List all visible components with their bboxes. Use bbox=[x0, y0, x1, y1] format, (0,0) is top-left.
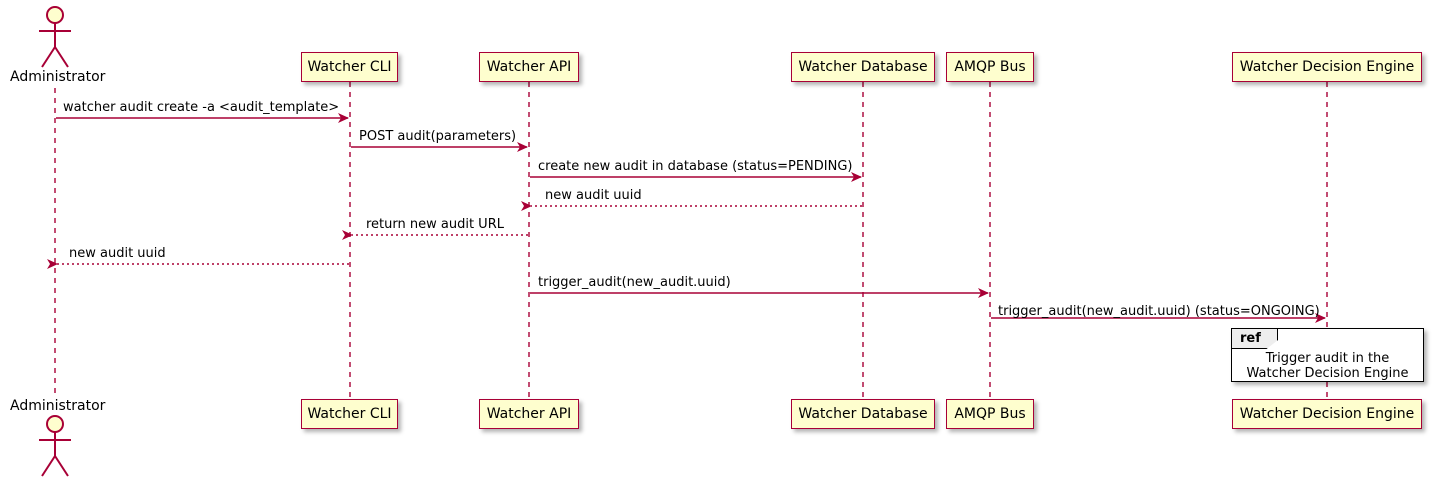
messages-group bbox=[47, 113, 1326, 323]
participant-engine-bottom[interactable]: Watcher Decision Engine bbox=[1232, 399, 1422, 429]
message-label-3: create new audit in database (status=PEN… bbox=[538, 159, 853, 174]
participant-label: AMQP Bus bbox=[954, 59, 1026, 75]
participant-label: Watcher API bbox=[486, 406, 572, 422]
participant-amqp-bottom[interactable]: AMQP Bus bbox=[946, 399, 1034, 429]
message-label-7: trigger_audit(new_audit.uuid) bbox=[538, 275, 731, 290]
ref-fragment-tab bbox=[1232, 329, 1278, 349]
participant-label: Watcher Database bbox=[798, 406, 928, 422]
message-label-5: return new audit URL bbox=[366, 217, 504, 232]
participant-engine-top[interactable]: Watcher Decision Engine bbox=[1232, 52, 1422, 82]
message-label-8: trigger_audit(new_audit.uuid) (status=ON… bbox=[998, 304, 1320, 319]
participant-api-bottom[interactable]: Watcher API bbox=[479, 399, 579, 429]
participant-db-bottom[interactable]: Watcher Database bbox=[791, 399, 935, 429]
ref-fragment-line-1: Trigger audit in the bbox=[1265, 351, 1390, 366]
participant-label: Watcher CLI bbox=[307, 406, 392, 422]
participant-amqp-top[interactable]: AMQP Bus bbox=[946, 52, 1034, 82]
participant-db-top[interactable]: Watcher Database bbox=[791, 52, 935, 82]
participant-label: AMQP Bus bbox=[954, 406, 1026, 422]
actor-label-bottom: Administrator bbox=[10, 398, 106, 414]
actor-figure-administrator-top bbox=[39, 6, 71, 68]
participant-cli-bottom[interactable]: Watcher CLI bbox=[301, 399, 398, 429]
actor-figures-group bbox=[39, 6, 71, 477]
message-label-2: POST audit(parameters) bbox=[359, 129, 517, 144]
message-label-4: new audit uuid bbox=[545, 188, 642, 203]
ref-fragment-line-2: Watcher Decision Engine bbox=[1246, 366, 1409, 381]
message-label-6: new audit uuid bbox=[69, 246, 166, 261]
participant-label: Watcher Database bbox=[798, 59, 928, 75]
participant-label: Watcher API bbox=[486, 59, 572, 75]
participant-api-top[interactable]: Watcher API bbox=[479, 52, 579, 82]
ref-fragment-tab-label: ref bbox=[1240, 331, 1261, 346]
message-label-1: watcher audit create -a <audit_template> bbox=[63, 100, 340, 115]
participant-label: Watcher CLI bbox=[307, 59, 392, 75]
participant-cli-top[interactable]: Watcher CLI bbox=[301, 52, 398, 82]
actor-label-top: Administrator bbox=[10, 69, 106, 85]
participant-label: Watcher Decision Engine bbox=[1239, 59, 1415, 75]
actor-figure-administrator-bottom bbox=[39, 415, 71, 477]
lifelines-group bbox=[54, 82, 1328, 399]
participant-label: Watcher Decision Engine bbox=[1239, 406, 1415, 422]
